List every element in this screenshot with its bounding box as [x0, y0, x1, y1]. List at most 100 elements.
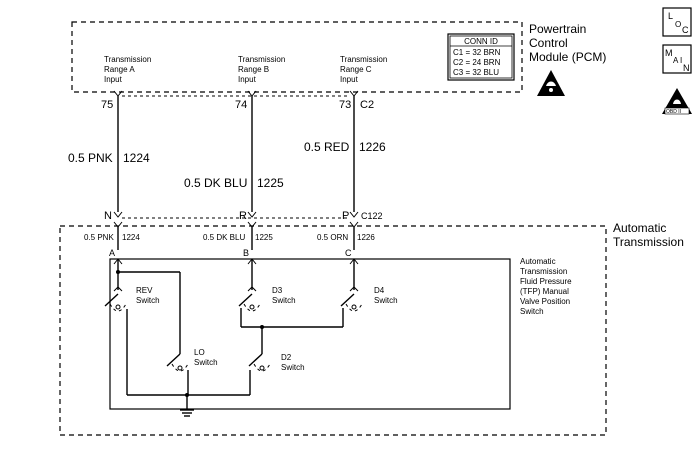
- input-c-line-2: Range C: [340, 65, 372, 74]
- svg-text:O: O: [675, 20, 681, 29]
- pcm-connector-c2: C2: [360, 99, 374, 111]
- tfp-switch-box: [109, 258, 511, 410]
- wire-1224-color: 0.5 PNK: [68, 151, 113, 165]
- tfp-label-line-2: Transmission: [520, 267, 567, 276]
- wire-1225-color: 0.5 DK BLU: [184, 176, 247, 190]
- pcm-title-line-1: Powertrain: [529, 22, 586, 36]
- d3-switch-dash: [243, 303, 261, 312]
- d2-switch-contact: [259, 365, 265, 371]
- input-c-line-3: Input: [340, 75, 359, 84]
- d4-switch-blade: [340, 293, 355, 307]
- trans-wire-a-color: 0.5 PNK: [84, 233, 114, 242]
- lo-switch-label-1: LO: [194, 348, 205, 357]
- input-b-line-2: Range B: [238, 65, 269, 74]
- c122-r-chevron-top: [247, 211, 257, 218]
- pcm-esd-icon: [537, 70, 565, 96]
- svg-text:C: C: [682, 25, 689, 35]
- d4-switch-label-1: D4: [374, 286, 385, 295]
- c122-pin-p: P: [342, 210, 349, 222]
- rev-switch: REV Switch: [104, 286, 160, 312]
- rev-switch-contact: [115, 304, 121, 310]
- pin-75-chevron: [113, 90, 123, 97]
- wire-1226-color: 0.5 RED: [304, 140, 350, 154]
- trans-outline: [59, 225, 607, 436]
- c122-n-chevron-top: [113, 211, 123, 218]
- pcm-block: Powertrain Control Module (PCM) CONN ID …: [71, 21, 606, 111]
- svg-text:L: L: [668, 11, 673, 21]
- ground-icon: [180, 409, 194, 417]
- input-b-line-3: Input: [238, 75, 257, 84]
- input-b-line-1: Transmission: [238, 55, 285, 64]
- conn-id-row-3: C3 = 32 BLU: [453, 68, 499, 77]
- tfp-label-line-5: Valve Position: [520, 297, 570, 306]
- lo-switch-contact: [177, 365, 183, 371]
- conn-id-row-2: C2 = 24 BRN: [453, 58, 501, 67]
- trans-title-line-1: Automatic: [613, 221, 666, 235]
- rev-switch-blade: [104, 293, 119, 307]
- trans-wire-a-circuit: 1224: [122, 233, 140, 242]
- pin-73: 73: [339, 99, 351, 111]
- d4-switch-dash: [345, 303, 363, 312]
- d2-switch: D2 Switch: [248, 353, 305, 372]
- input-a-line-3: Input: [104, 75, 123, 84]
- loc-icon[interactable]: L O C: [662, 7, 692, 37]
- pin-74: 74: [235, 99, 247, 111]
- pcm-title-line-2: Control: [529, 36, 568, 50]
- switch-circuit: REV Switch LO Switch D3 Switch: [104, 259, 398, 417]
- terminal-b: B: [243, 248, 249, 258]
- tfp-label-line-1: Automatic: [520, 257, 556, 266]
- d2-switch-label-2: Switch: [281, 363, 305, 372]
- tfp-label-line-6: Switch: [520, 307, 544, 316]
- d3-switch-contact: [249, 304, 255, 310]
- tfp-label-line-4: (TFP) Manual: [520, 287, 569, 296]
- pcm-to-c122-wires: 0.5 PNK 1224 0.5 DK BLU 1225 0.5 RED 122…: [68, 96, 386, 212]
- svg-text:A: A: [673, 56, 679, 65]
- svg-text:N: N: [683, 63, 690, 73]
- d2-switch-dash: [253, 363, 271, 372]
- tfp-label-line-3: Fluid Pressure: [520, 277, 572, 286]
- d3-switch-arrow: [247, 286, 257, 292]
- d3-switch: D3 Switch: [238, 286, 296, 312]
- input-c-line-1: Transmission: [340, 55, 387, 64]
- rev-switch-arrow: [113, 286, 123, 292]
- trans-wire-b-color: 0.5 DK BLU: [203, 233, 245, 242]
- wire-1224-circuit: 1224: [123, 151, 150, 165]
- pin-74-chevron: [247, 90, 257, 97]
- esd-caption: OBD II: [666, 109, 681, 115]
- conn-id-header: CONN ID: [464, 37, 498, 46]
- main-icon[interactable]: M A I N: [662, 44, 692, 74]
- d4-switch-contact: [351, 304, 357, 310]
- d4-switch-label-2: Switch: [374, 296, 398, 305]
- pcm-title-line-3: Module (PCM): [529, 50, 606, 64]
- input-a-line-2: Range A: [104, 65, 135, 74]
- d2-switch-label-1: D2: [281, 353, 292, 362]
- rev-switch-label-1: REV: [136, 286, 153, 295]
- d3-switch-blade: [238, 293, 253, 307]
- trans-wire-c-circuit: 1226: [357, 233, 375, 242]
- pin-75: 75: [101, 99, 113, 111]
- rev-switch-label-2: Switch: [136, 296, 160, 305]
- esd-warning-icon[interactable]: OBD II: [662, 88, 692, 115]
- trans-wire-c-color: 0.5 ORN: [317, 233, 348, 242]
- c122-pin-n: N: [104, 210, 112, 222]
- rev-switch-dash: [109, 303, 127, 312]
- lo-switch-label-2: Switch: [194, 358, 218, 367]
- automatic-transmission-block: Automatic Transmission 0.5 PNK 1224 0.5 …: [59, 221, 684, 436]
- c122-name: C122: [361, 211, 383, 221]
- lo-switch: LO Switch: [166, 348, 218, 372]
- d3-switch-label-2: Switch: [272, 296, 296, 305]
- input-a-line-1: Transmission: [104, 55, 151, 64]
- wire-1225-circuit: 1225: [257, 176, 284, 190]
- conn-id-box: CONN ID C1 = 32 BRN C2 = 24 BRN C3 = 32 …: [447, 33, 515, 81]
- trans-wire-b-circuit: 1225: [255, 233, 273, 242]
- c122-pin-r: R: [239, 210, 247, 222]
- svg-text:I: I: [680, 56, 682, 65]
- d2-switch-blade: [248, 353, 263, 367]
- svg-text:M: M: [665, 48, 673, 58]
- d4-switch: D4 Switch: [340, 286, 398, 312]
- terminal-a: A: [109, 248, 115, 258]
- d3-switch-label-1: D3: [272, 286, 283, 295]
- c122-connector: N R P C122: [104, 210, 383, 228]
- wire-1226-circuit: 1226: [359, 140, 386, 154]
